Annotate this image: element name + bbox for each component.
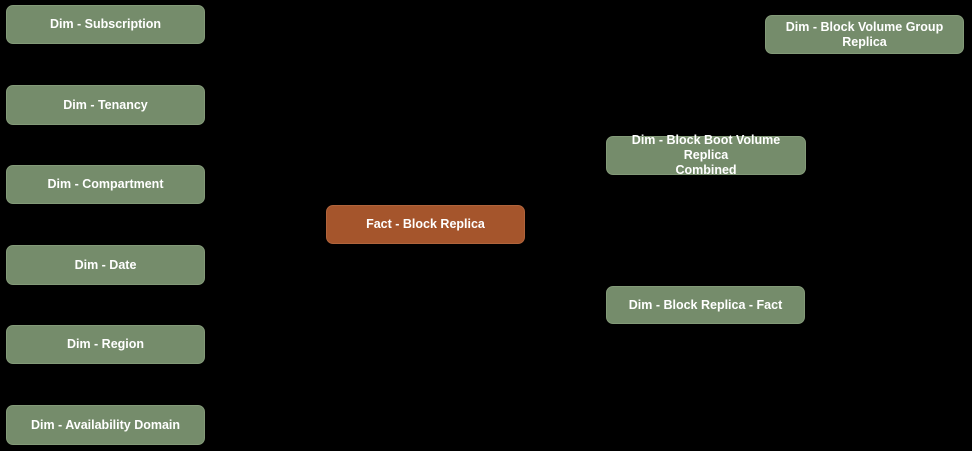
node-label: Dim - Compartment <box>47 177 164 191</box>
node-dim-subscription[interactable]: Dim - Subscription <box>6 5 205 44</box>
node-label: Dim - Region <box>66 337 145 351</box>
node-fact-block-replica[interactable]: Fact - Block Replica <box>326 205 525 244</box>
node-dim-region[interactable]: Dim - Region <box>6 325 205 364</box>
node-dim-block-replica-fact[interactable]: Dim - Block Replica - Fact <box>606 286 805 324</box>
node-label: Dim - Tenancy <box>63 97 148 112</box>
node-dim-availability-domain[interactable]: Dim - Availability Domain <box>6 405 205 445</box>
node-label: Dim - Block Volume Group Replica <box>785 19 944 49</box>
node-label: Fact - Block Replica <box>366 217 485 231</box>
node-label: Dim - Block Boot Volume Replica Combined <box>631 133 781 177</box>
node-label: Dim - Subscription <box>49 17 162 31</box>
node-label: Dim - Availability Domain <box>30 417 181 432</box>
node-label: Dim - Date <box>74 257 137 272</box>
node-label: Dim - Block Replica - Fact <box>628 297 783 312</box>
node-dim-date[interactable]: Dim - Date <box>6 245 205 285</box>
node-dim-block-volume-group-replica[interactable]: Dim - Block Volume Group Replica <box>765 15 964 54</box>
node-dim-tenancy[interactable]: Dim - Tenancy <box>6 85 205 125</box>
node-dim-compartment[interactable]: Dim - Compartment <box>6 165 205 204</box>
node-dim-block-boot-volume-replica-combined[interactable]: Dim - Block Boot Volume Replica Combined <box>606 133 806 177</box>
